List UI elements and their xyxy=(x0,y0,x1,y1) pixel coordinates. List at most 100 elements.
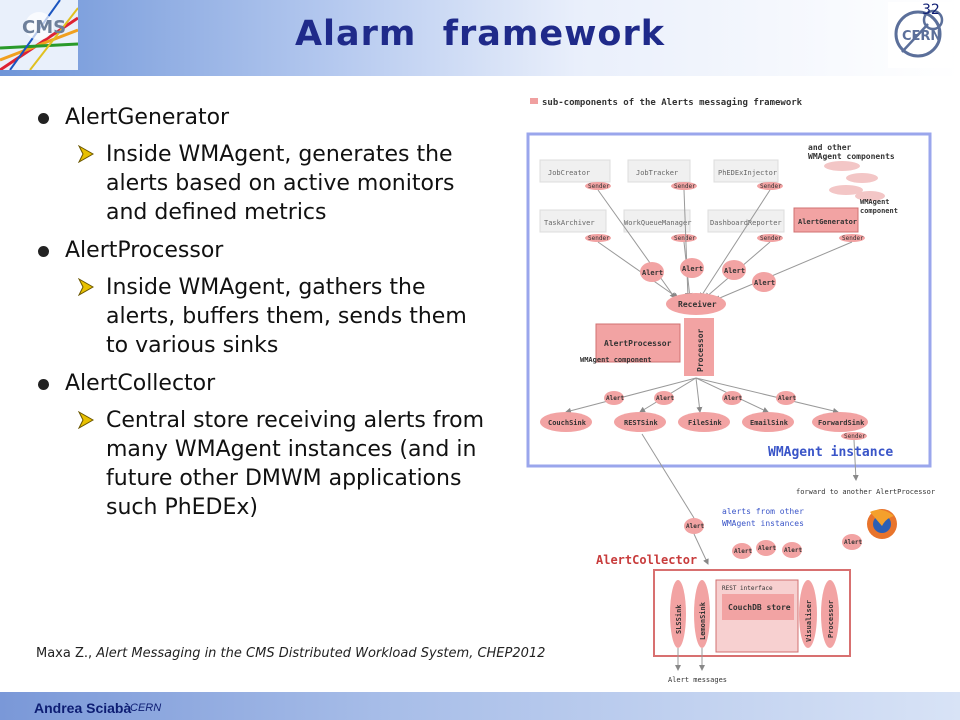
svg-text:FileSink: FileSink xyxy=(688,419,723,427)
receiver xyxy=(666,293,726,315)
svg-text:WMAgent components: WMAgent components xyxy=(808,152,895,161)
arrow-bullet-icon xyxy=(78,145,94,163)
cern-logo: CERN xyxy=(888,2,952,68)
svg-text:LemonSink: LemonSink xyxy=(699,601,707,640)
alert-collector-label: AlertCollector xyxy=(596,553,697,567)
processor-label: Processor xyxy=(827,600,835,638)
alert-bubble: Alert Alert Alert Alert xyxy=(732,534,862,559)
legend-swatch xyxy=(530,98,538,104)
component-label: JobCreator xyxy=(548,169,590,177)
processor-label: Processor xyxy=(696,328,705,372)
slide-title: Alarm framework xyxy=(294,14,666,54)
visualiser-label: Visualiser xyxy=(805,600,813,642)
svg-text:component: component xyxy=(860,207,898,215)
title-bar: CMS Alarm framework CERN xyxy=(0,0,960,76)
bullet-label: AlertProcessor xyxy=(65,238,224,263)
alert-bubble: Alert xyxy=(686,523,704,530)
receiver-label: Receiver xyxy=(678,299,717,309)
component-label: JobTracker xyxy=(636,169,678,177)
bullet-list: AlertGenerator Inside WMAgent, generates… xyxy=(38,104,493,532)
sub-bullet-item: Inside WMAgent, generates the alerts bas… xyxy=(78,140,493,227)
svg-text:Sender: Sender xyxy=(842,235,864,242)
svg-text:Alert: Alert xyxy=(682,265,703,273)
citation-author: Maxa Z., xyxy=(36,646,97,661)
component-label: AlertGenerator xyxy=(798,218,857,226)
svg-text:ForwardSink: ForwardSink xyxy=(818,419,865,427)
component-phedexinjector: PhEDExInjector xyxy=(713,159,779,183)
bullet-dot-icon xyxy=(38,246,49,257)
svg-text:Alert: Alert xyxy=(606,395,624,402)
svg-text:Alert: Alert xyxy=(734,548,752,555)
cms-logo: CMS xyxy=(0,0,78,70)
bullet-label: AlertGenerator xyxy=(65,105,230,130)
alert-bubble: Alert Alert Alert Alert xyxy=(640,258,776,292)
sub-bullet-text: Central store receiving alerts from many… xyxy=(106,408,485,520)
component-label: WorkQueueManager xyxy=(624,219,691,227)
sub-bullet-text: Inside WMAgent, gathers the alerts, buff… xyxy=(106,275,467,358)
wmagent-component-label: WMAgent xyxy=(860,198,890,206)
forward-note: forward to another AlertProcessor xyxy=(796,488,935,496)
component-label: TaskArchiver xyxy=(544,219,595,227)
svg-text:RESTSink: RESTSink xyxy=(624,419,659,427)
component-workqueuemanager: WorkQueueManager xyxy=(623,209,691,233)
couchdb-store-label: CouchDB store xyxy=(728,603,791,612)
svg-text:Alert: Alert xyxy=(784,547,802,554)
processor xyxy=(684,318,714,376)
component-jobcreator: JobCreator xyxy=(539,159,611,183)
svg-text:CMS: CMS xyxy=(22,17,66,38)
bullet-item: AlertGenerator xyxy=(38,104,493,132)
component-dashboardreporter: DashboardReporter xyxy=(707,209,785,233)
svg-text:CERN: CERN xyxy=(902,29,941,44)
rest-interface-label: REST interface xyxy=(722,585,773,592)
wmagent-component-label: WMAgent component xyxy=(580,356,652,364)
bullet-dot-icon xyxy=(38,379,49,390)
component-jobtracker: JobTracker xyxy=(627,159,691,183)
other-components-label: and other xyxy=(808,143,852,152)
arrow-bullet-icon xyxy=(78,278,94,296)
sub-bullet-item: Central store receiving alerts from many… xyxy=(78,406,493,522)
alert-processor-label: AlertProcessor xyxy=(604,339,672,348)
browser-icon xyxy=(867,509,897,539)
svg-text:Alert: Alert xyxy=(724,267,745,275)
footer-bar: Andrea Sciabà CERN xyxy=(0,692,960,720)
diagram-legend: sub-components of the Alerts messaging f… xyxy=(542,97,803,108)
footer-org: CERN xyxy=(130,702,162,714)
svg-text:Alert: Alert xyxy=(754,279,775,287)
alert-messages-label: Alert messages xyxy=(668,676,727,684)
bullet-label: AlertCollector xyxy=(65,371,216,396)
svg-text:Alert: Alert xyxy=(778,395,796,402)
sender: Sender xyxy=(844,433,866,440)
wmagent-instances: WMAgent instances xyxy=(722,519,804,528)
svg-text:Alert: Alert xyxy=(844,539,862,546)
sink: CouchSink RESTSink FileSink EmailSink Fo… xyxy=(540,412,868,432)
citation-title: Alert Messaging in the CMS Distributed W… xyxy=(96,646,546,661)
arrow-bullet-icon xyxy=(78,411,94,429)
svg-text:Sender: Sender xyxy=(588,235,610,242)
component-label: PhEDExInjector xyxy=(718,169,777,177)
sub-bullet-item: Inside WMAgent, gathers the alerts, buff… xyxy=(78,273,493,360)
alerts-diagram: sub-components of the Alerts messaging f… xyxy=(526,97,935,684)
component-alertgenerator: AlertGenerator xyxy=(793,207,859,233)
svg-text:CouchSink: CouchSink xyxy=(548,419,587,427)
sender: Sender Sender Sender Sender Sender Sende… xyxy=(585,182,865,242)
svg-text:Sender: Sender xyxy=(760,235,782,242)
svg-text:Alert: Alert xyxy=(758,545,776,552)
svg-text:EmailSink: EmailSink xyxy=(750,419,789,427)
svg-text:Alert: Alert xyxy=(642,269,663,277)
collector-sink: SLSSink LemonSink xyxy=(670,580,710,648)
footer-author: Andrea Sciabà xyxy=(34,700,132,716)
page-number: 32 xyxy=(922,2,940,18)
svg-text:Alert: Alert xyxy=(656,395,674,402)
bullet-item: AlertCollector xyxy=(38,370,493,398)
svg-text:Sender: Sender xyxy=(588,183,610,190)
alert-bubble: Alert Alert Alert Alert xyxy=(604,391,796,405)
citation: Maxa Z., Alert Messaging in the CMS Dist… xyxy=(36,646,545,661)
svg-text:Sender: Sender xyxy=(674,235,696,242)
svg-text:SLSSink: SLSSink xyxy=(675,604,683,634)
alert-processor xyxy=(595,323,681,363)
bullet-item: AlertProcessor xyxy=(38,237,493,265)
wmagent-instance-label: WMAgent instance xyxy=(768,445,893,460)
svg-text:Sender: Sender xyxy=(674,183,696,190)
alerts-from-other: alerts from other xyxy=(722,507,804,516)
bullet-dot-icon xyxy=(38,113,49,124)
